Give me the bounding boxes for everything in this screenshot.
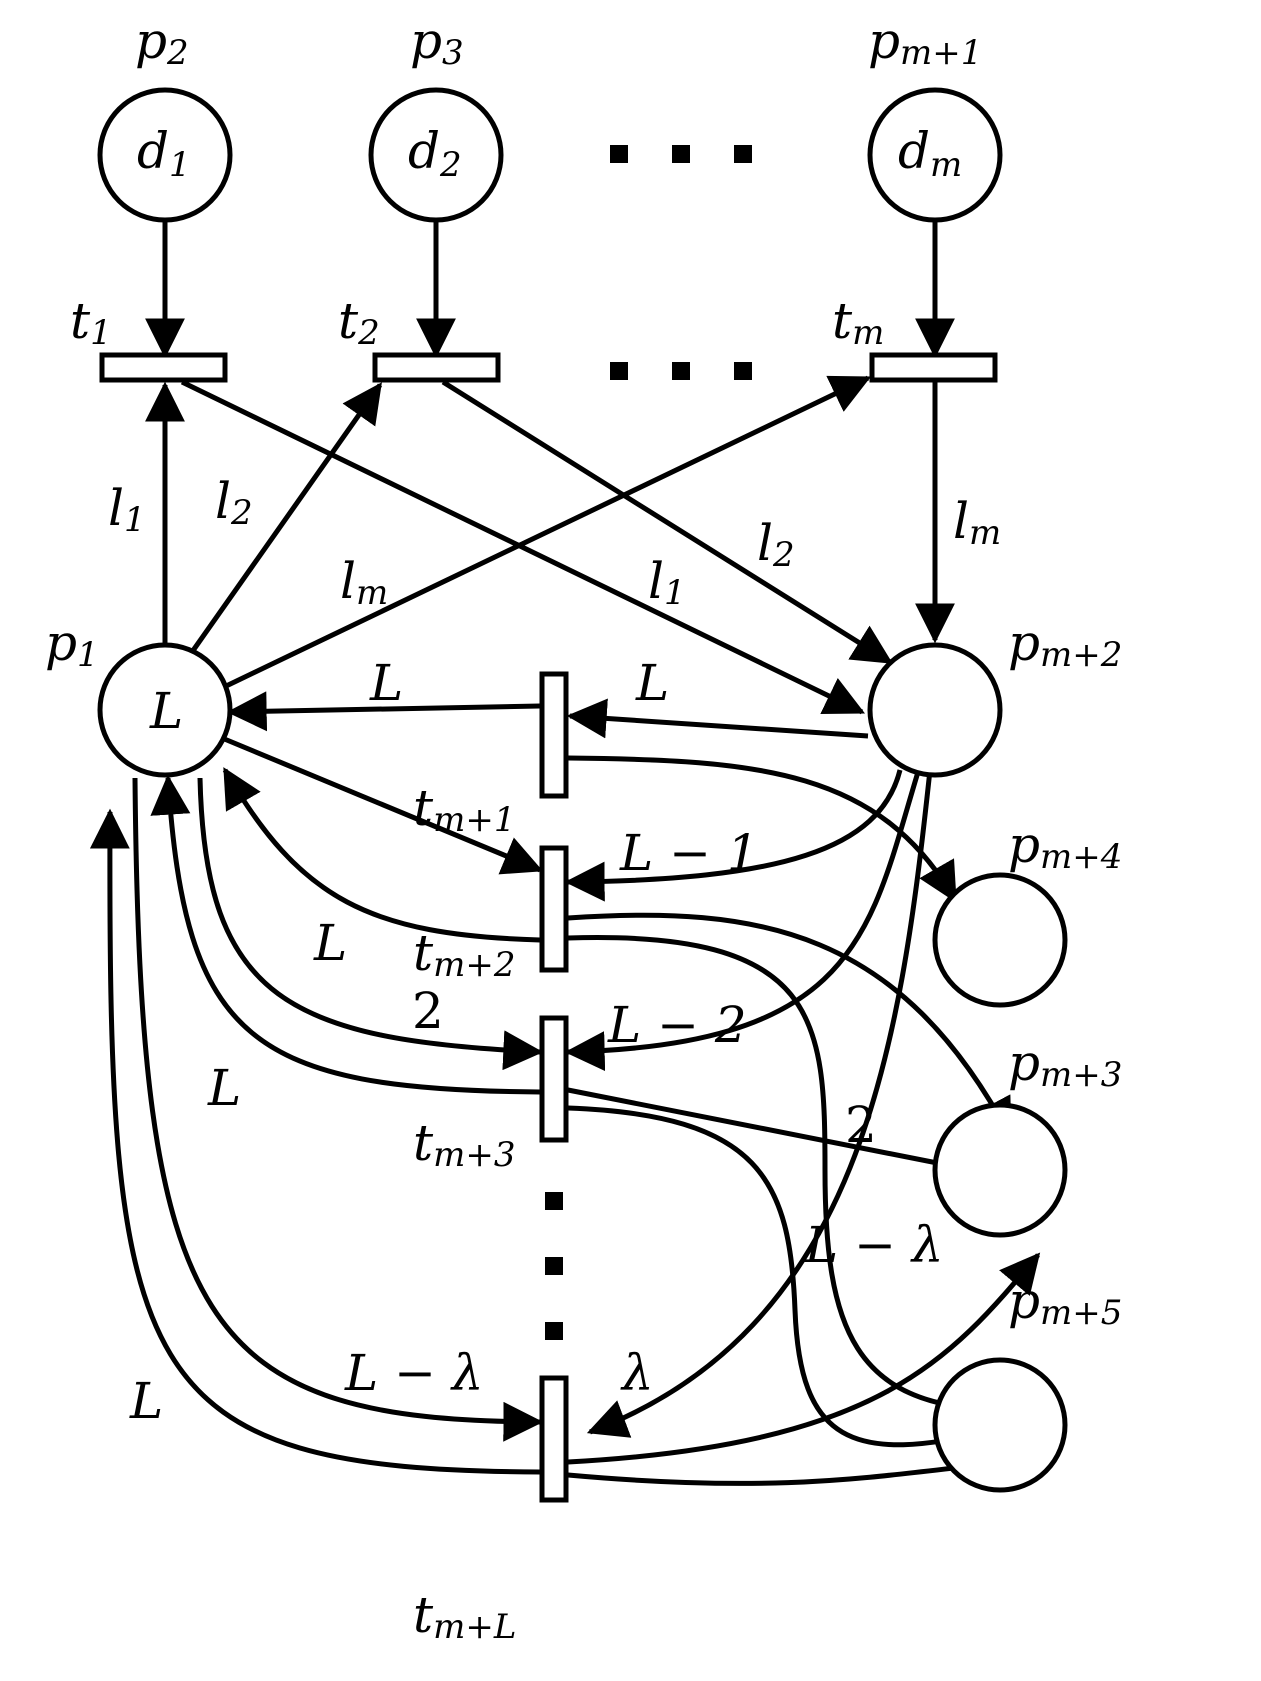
weight-L-tm2-p1: L [313,914,347,972]
arc-tmL-p1 [89,808,541,1475]
arc-tmL-pm5 [567,1445,1012,1486]
arc-tm2-pm3 [567,912,1013,1139]
ellipsis-dot [672,362,690,380]
weight-L-minus-1: L − 1 [619,824,759,882]
arc-tm3-pm3 [567,1087,1002,1188]
arc-tm3-pm5 [567,1105,999,1459]
weight-l2-p1-t2: l2 [215,472,253,533]
weight-lambda: λ [620,1344,654,1402]
arc-pm2-tm1 [566,698,869,739]
label-t1: t1 [70,292,112,353]
weight-L-minus-lambda-pm3: L − λ [804,1216,944,1274]
label-pm4: pm+4 [1008,816,1122,877]
label-tm: tm [832,292,884,353]
transition-tm1 [539,671,569,799]
arc-pm2-tm3 [564,771,921,1072]
weight-lm-p1-tm: lm [340,552,388,613]
token-d1: d1 [137,122,191,185]
label-p3: p3 [410,12,464,73]
weight-L-tm3-p1: L [207,1059,241,1117]
label-tm3: tm+3 [413,1114,515,1175]
weight-l2-t2-pm2: l2 [757,514,795,575]
weight-labels: l1 l2 lm l1 l2 lm L L L − 1 L 2 L − 2 L … [108,472,1001,1430]
token-labels: d1 d2 dm L [137,122,962,740]
label-p1: p1 [45,614,99,675]
weight-L-tmL-p1: L [129,1372,163,1430]
token-d2: d2 [408,122,462,185]
arc-tm2-p1 [222,767,541,943]
place-pm2 [867,642,1003,778]
transition-tm2 [539,845,569,973]
place-labels: p2 p3 pm+1 p1 pm+2 pm+4 pm+3 pm+5 [45,12,1122,1333]
place-p3 [368,87,504,223]
weight-2-p1-tm3: 2 [412,982,444,1040]
transition-tmL [539,1375,569,1503]
arc-t1-pm2 [180,379,865,715]
ellipsis-dot [545,1192,563,1210]
arc-tmL-pm3 [567,1252,1041,1465]
arc-p1-t2 [189,382,383,654]
arc-tm1-p1 [226,691,541,732]
label-p2: p2 [135,12,189,73]
place-pm3 [932,1102,1068,1238]
ellipsis-dot [545,1257,563,1275]
label-tmL: tm+L [413,1586,516,1647]
transition-t2 [372,352,501,383]
place-pm1 [867,87,1003,223]
ellipsis-dots [545,145,752,1340]
label-pm5: pm+5 [1008,1272,1122,1333]
label-pm1: pm+1 [868,12,982,73]
place-p2 [97,87,233,223]
weight-L-minus-2: L − 2 [607,996,747,1054]
label-pm3: pm+3 [1008,1034,1122,1095]
arc-p1-tm3 [197,777,544,1071]
place-pm4 [932,872,1068,1008]
transition-tm [869,352,998,383]
transitions [99,352,998,1503]
place-p1 [97,642,233,778]
ellipsis-dot [545,1322,563,1340]
arc-tm2-pm5 [567,935,999,1429]
weight-lm-tm-pm2: lm [953,492,1001,553]
weight-L-tm1-p1: L [369,654,403,712]
arc-p1-tm [220,375,872,691]
transition-t1 [99,352,228,383]
ellipsis-dot [610,145,628,163]
label-tm2: tm+2 [413,924,515,985]
label-t2: t2 [338,292,380,353]
label-tm1: tm+1 [413,779,515,840]
place-pm5 [932,1357,1068,1493]
weight-l1-t1-pm2: l1 [648,552,686,613]
weight-L-pm2-tm1: L [635,654,669,712]
token-dm: dm [898,122,962,185]
transition-labels: t1 t2 tm tm+1 tm+2 tm+3 tm+L [70,292,884,1647]
ellipsis-dot [734,362,752,380]
arc-p1-tmL [132,777,544,1442]
arc-pm2-tm2 [564,769,903,902]
label-pm2: pm+2 [1008,614,1122,675]
ellipsis-dot [610,362,628,380]
arcs [89,220,1041,1486]
transition-tm3 [539,1015,569,1143]
arc-pm2-tmL [586,769,933,1438]
ellipsis-dot [734,145,752,163]
arc-p1-tm2 [221,735,544,875]
arc-t2-pm2 [441,379,893,665]
places [97,87,1068,1493]
weight-l1-p1-t1: l1 [108,479,146,540]
token-L: L [149,682,183,740]
weight-L-minus-lambda-p1-tmL: L − λ [344,1344,484,1402]
arc-tm3-p1 [150,774,541,1095]
weight-2-tm3-pm3: 2 [845,1096,877,1154]
ellipsis-dot [672,145,690,163]
